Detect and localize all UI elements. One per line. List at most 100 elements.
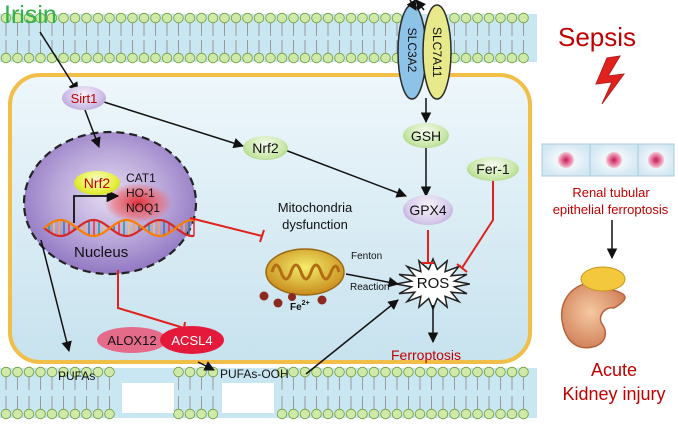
- lipid-head: [380, 52, 391, 64]
- bottom-membrane-lipids: [0, 366, 529, 420]
- lipid-head: [495, 408, 506, 420]
- lipid-head: [368, 12, 380, 24]
- lipid-head: [437, 408, 449, 420]
- lipid-head: [127, 52, 138, 64]
- nrf2-node: Nrf2: [243, 136, 288, 160]
- lipid-head: [380, 408, 391, 420]
- lipid-head: [265, 12, 276, 24]
- lipid-head: [23, 366, 35, 378]
- lipid-head: [276, 408, 288, 420]
- lipid-head: [311, 366, 322, 378]
- lipid-head: [69, 366, 81, 378]
- lipid-head: [368, 52, 380, 64]
- lipid-head: [92, 52, 104, 64]
- inhibition-lines: [117, 178, 494, 335]
- arrow-sirt1-nrf2: [103, 101, 245, 149]
- lipid-head: [518, 52, 529, 64]
- lipid-head: [0, 12, 12, 24]
- lipid-head: [322, 408, 334, 420]
- lipid-head: [69, 52, 81, 64]
- lipid-head: [334, 408, 345, 420]
- lipid-head: [345, 408, 357, 420]
- lipid-head: [460, 52, 472, 64]
- aki-label-line1: Acute: [590, 360, 638, 380]
- lipid-head: [150, 12, 161, 24]
- lipid-head: [138, 12, 150, 24]
- lipid-head: [483, 366, 495, 378]
- lipid-head: [311, 12, 322, 24]
- lipid-head: [288, 366, 299, 378]
- lipid-head: [253, 52, 265, 64]
- lipid-head: [115, 52, 127, 64]
- lipid-head: [46, 52, 58, 64]
- dna-helix: [43, 218, 195, 238]
- renal-label-line2: epithelial ferroptosis: [552, 202, 669, 217]
- lipid-head: [391, 408, 403, 420]
- transporter-flux-arrows: [406, 0, 427, 11]
- lipid-head: [449, 12, 460, 24]
- lipid-head: [311, 408, 322, 420]
- lipid-head: [391, 366, 403, 378]
- lipid-head: [230, 52, 242, 64]
- membrane-gap-right: [222, 383, 274, 413]
- lipid-head: [196, 408, 207, 420]
- lipid-head: [357, 52, 368, 64]
- lipid-head: [92, 408, 104, 420]
- lipid-head: [288, 52, 299, 64]
- fer1-node: Fer-1: [467, 157, 519, 181]
- slc7a11-transporter: [422, 4, 452, 100]
- gpx4-node: GPX4: [403, 195, 453, 225]
- tubular-cell-nucleus: [606, 152, 622, 168]
- lipid-head: [12, 366, 23, 378]
- arrow-nucleus-alox12: [40, 239, 72, 353]
- lipid-head: [81, 52, 92, 64]
- lipid-head: [35, 12, 46, 24]
- lipid-head: [81, 12, 92, 24]
- irisin-label: Irisin: [4, 1, 57, 29]
- lipid-head: [81, 408, 92, 420]
- lipid-head: [437, 366, 449, 378]
- lipid-head: [196, 12, 207, 24]
- lipid-head: [150, 52, 161, 64]
- renal-tubular-cells: [541, 143, 675, 177]
- lipid-head: [69, 408, 81, 420]
- lipid-head: [495, 52, 506, 64]
- lipid-head: [368, 408, 380, 420]
- lipid-head: [518, 408, 529, 420]
- lipid-head: [207, 52, 219, 64]
- lipid-head: [472, 366, 483, 378]
- inhibit-fer1-ros: [461, 178, 494, 269]
- inhibit-bar: [456, 263, 468, 273]
- lipid-head: [403, 408, 414, 420]
- lipid-head: [58, 12, 69, 24]
- lipid-head: [161, 52, 173, 64]
- lipid-head: [380, 12, 391, 24]
- lipid-head: [345, 12, 357, 24]
- lipid-head: [104, 366, 115, 378]
- tubular-cell: [637, 143, 675, 177]
- membrane-gap-left: [122, 383, 174, 413]
- lipid-head: [253, 12, 265, 24]
- lipid-head: [23, 408, 35, 420]
- gsh-node: GSH: [403, 123, 449, 148]
- fenton-label-line1: Fenton: [351, 251, 383, 262]
- lipid-head: [334, 366, 345, 378]
- lipid-head: [506, 52, 518, 64]
- kidney-icon: [561, 266, 626, 349]
- kidney-shape: [561, 282, 626, 349]
- lipid-head: [127, 12, 138, 24]
- lipid-head: [92, 12, 104, 24]
- lipid-head: [518, 12, 529, 24]
- arrow-transporter-in: [406, 0, 417, 11]
- iron-particle: [259, 291, 269, 301]
- lipid-head: [506, 408, 518, 420]
- lipid-head: [35, 52, 46, 64]
- lipid-head: [104, 52, 115, 64]
- lipid-head: [460, 408, 472, 420]
- lipid-head: [173, 408, 184, 420]
- tubular-cell-nucleus: [558, 152, 574, 168]
- lipid-head: [518, 366, 529, 378]
- lipid-head: [184, 52, 196, 64]
